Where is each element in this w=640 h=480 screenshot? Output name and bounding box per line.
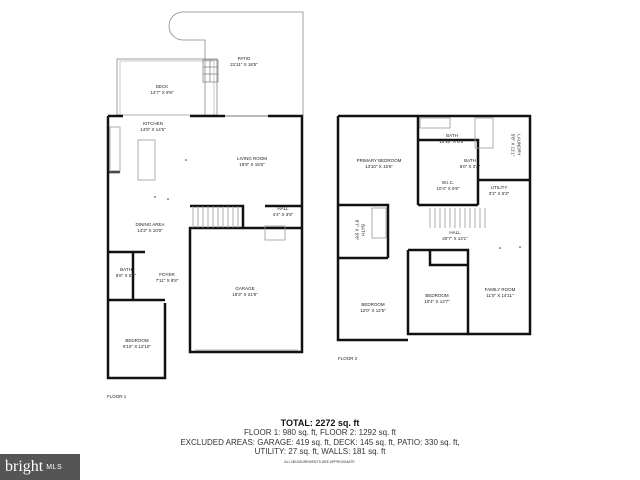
room-label-wic: W.I.C.10'4" X 6'9"	[436, 180, 460, 191]
outdoor-areas	[116, 11, 304, 116]
floor1-walls	[106, 114, 304, 380]
disclaimer: ALL MEASUREMENTS ARE APPROXIMATE.	[284, 459, 356, 464]
floor2-walls	[336, 114, 532, 342]
total-area: TOTAL: 2272 sq. ft	[280, 418, 360, 428]
measurement-dots	[154, 159, 521, 249]
area-summary: TOTAL: 2272 sq. ft FLOOR 1: 980 sq. ft, …	[0, 418, 640, 464]
floor1-fixtures	[109, 115, 298, 351]
excluded-areas-line1: EXCLUDED AREAS: GARAGE: 419 sq. ft, DECK…	[180, 437, 460, 447]
floor1-label: FLOOR 1	[107, 394, 127, 399]
floor-areas: FLOOR 1: 980 sq. ft, FLOOR 2: 1292 sq. f…	[243, 428, 397, 437]
floor2-fixtures	[371, 117, 494, 239]
logo-suffix: MLS	[46, 463, 63, 471]
excluded-areas-line2: UTILITY: 27 sq. ft, WALLS: 181 sq. ft	[254, 447, 386, 456]
logo-brand: bright	[5, 458, 44, 475]
floor2-label: FLOOR 2	[338, 356, 358, 361]
bright-mls-logo: bright MLS	[0, 454, 80, 480]
